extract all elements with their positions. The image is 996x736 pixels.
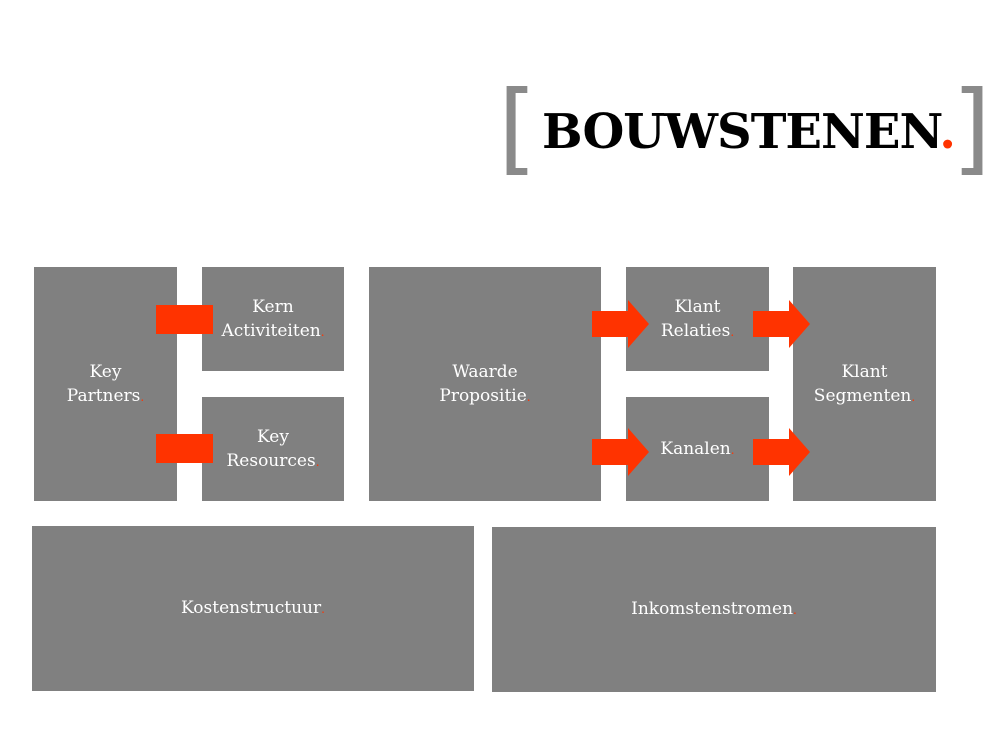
- title-text: BOUWSTENEN: [542, 104, 940, 160]
- block-label: Kern: [252, 296, 294, 317]
- block-label: Propositie: [439, 385, 527, 406]
- block-label: Resources: [226, 450, 316, 471]
- arrow-shape: [753, 428, 810, 476]
- title-bracket-left: [: [498, 69, 538, 186]
- block-dot: .: [320, 324, 325, 339]
- block-dot: .: [730, 442, 735, 457]
- connector-partners-activiteiten: [156, 305, 213, 334]
- arrow-shape: [592, 428, 649, 476]
- arrow-shape: [592, 300, 649, 348]
- arrow-propositie-kanalen: [592, 428, 649, 476]
- connector-partners-resources: [156, 434, 213, 463]
- arrow-shape: [753, 300, 810, 348]
- title-group: [ BOUWSTENEN. ]: [498, 78, 996, 178]
- block-label: Kanalen: [660, 438, 731, 459]
- block-label: Klant: [674, 296, 721, 317]
- block-label: Partners: [66, 385, 141, 406]
- arrow-relaties-segmenten: [753, 300, 810, 348]
- title-dot: .: [939, 104, 956, 160]
- block-label: Relaties: [660, 320, 731, 341]
- block-dot: .: [140, 389, 145, 404]
- block-dot: .: [911, 389, 916, 404]
- arrow-propositie-relaties: [592, 300, 649, 348]
- block-kostenstructuur: Kostenstructuur.: [32, 526, 474, 691]
- block-label: Activiteiten: [221, 320, 321, 341]
- block-dot: .: [315, 454, 320, 469]
- block-label: Key: [257, 426, 289, 447]
- title-bracket-right: ]: [952, 69, 992, 186]
- block-kanalen: Kanalen.: [626, 397, 769, 501]
- block-label: Waarde: [452, 361, 518, 382]
- block-label: Key: [89, 361, 122, 382]
- block-label: Klant: [841, 361, 888, 382]
- block-label: Kostenstructuur: [181, 598, 322, 618]
- block-dot: .: [526, 389, 531, 404]
- block-label: Inkomstenstromen: [631, 599, 794, 619]
- block-dot: .: [793, 603, 797, 617]
- block-inkomstenstromen: Inkomstenstromen.: [492, 527, 936, 692]
- block-dot: .: [321, 602, 325, 616]
- block-label: Segmenten: [813, 385, 912, 406]
- block-dot: .: [730, 324, 735, 339]
- arrow-kanalen-segmenten: [753, 428, 810, 476]
- page-title: BOUWSTENEN.: [542, 102, 956, 162]
